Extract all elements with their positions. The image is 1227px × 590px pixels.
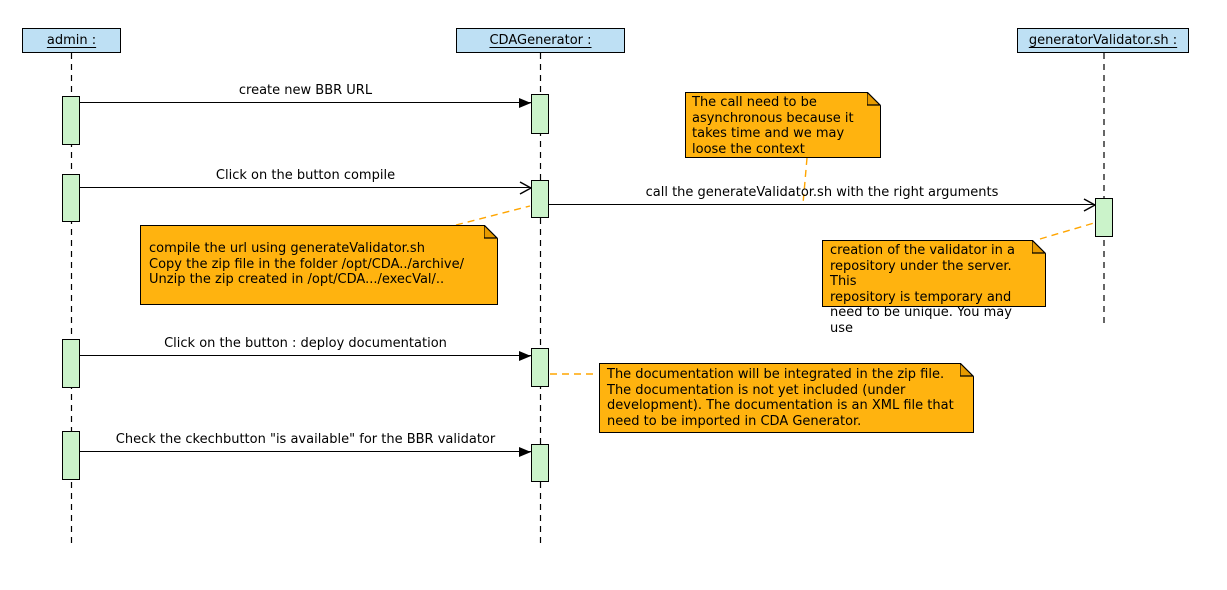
lifeline-label-generatorvalidator: generatorValidator.sh : bbox=[1028, 33, 1178, 48]
note-text: The call need to be asynchronous because… bbox=[692, 95, 854, 157]
activation-admin-2[interactable] bbox=[62, 174, 80, 222]
activation-admin-3[interactable] bbox=[62, 339, 80, 388]
note-connector-compile-url bbox=[455, 205, 531, 226]
arrowhead-filled-icon bbox=[519, 351, 531, 361]
arrowhead-filled-icon bbox=[519, 98, 531, 108]
activation-admin-1[interactable] bbox=[62, 96, 80, 145]
message-create-new-bbr-url[interactable]: create new BBR URL bbox=[80, 83, 531, 108]
activation-cdagenerator-2[interactable] bbox=[531, 180, 549, 218]
message-check-checkbutton[interactable]: Check the ckechbutton "is available" for… bbox=[80, 432, 531, 457]
message-line bbox=[80, 102, 531, 103]
message-line bbox=[80, 187, 531, 188]
activation-cdagenerator-3[interactable] bbox=[531, 348, 549, 387]
arrowhead-filled-icon bbox=[519, 447, 531, 457]
lifeline-head-generatorvalidator[interactable]: generatorValidator.sh : bbox=[1017, 28, 1189, 53]
message-line bbox=[80, 451, 531, 452]
note-connector-validator-creation bbox=[1039, 222, 1095, 240]
message-click-button-compile[interactable]: Click on the button compile bbox=[80, 168, 533, 195]
message-label: create new BBR URL bbox=[238, 83, 373, 98]
lifeline-label-admin: admin : bbox=[46, 33, 97, 48]
lifeline-head-admin[interactable]: admin : bbox=[22, 28, 121, 53]
lifeline-head-cdagenerator[interactable]: CDAGenerator : bbox=[456, 28, 625, 53]
note-fold-icon bbox=[867, 92, 881, 106]
note-text: creation of the validator in a repositor… bbox=[830, 243, 1015, 336]
note-compile-url[interactable]: compile the url using generateValidator.… bbox=[140, 225, 498, 305]
note-documentation[interactable]: The documentation will be integrated in … bbox=[599, 363, 974, 433]
message-label: call the generateValidator.sh with the r… bbox=[645, 185, 999, 200]
note-fold-icon bbox=[960, 363, 974, 377]
message-call-generatevalidator[interactable]: call the generateValidator.sh with the r… bbox=[549, 185, 1097, 212]
lifeline-label-cdagenerator: CDAGenerator : bbox=[489, 33, 592, 48]
arrowhead-open-icon bbox=[1083, 198, 1097, 212]
activation-cdagenerator-1[interactable] bbox=[531, 94, 549, 134]
activation-generatorvalidator-1[interactable] bbox=[1095, 198, 1113, 237]
message-deploy-documentation[interactable]: Click on the button : deploy documentati… bbox=[80, 336, 531, 361]
message-label: Click on the button compile bbox=[215, 168, 396, 183]
note-text: The documentation will be integrated in … bbox=[607, 367, 954, 429]
note-fold-icon bbox=[484, 225, 498, 239]
message-line bbox=[549, 204, 1095, 205]
note-text: compile the url using generateValidator.… bbox=[149, 241, 464, 287]
arrowhead-open-icon bbox=[519, 181, 533, 195]
message-line bbox=[80, 355, 531, 356]
message-label: Check the ckechbutton "is available" for… bbox=[115, 432, 496, 447]
note-fold-icon bbox=[1032, 240, 1046, 254]
activation-admin-4[interactable] bbox=[62, 431, 80, 480]
message-label: Click on the button : deploy documentati… bbox=[164, 336, 447, 351]
note-async-call[interactable]: The call need to be asynchronous because… bbox=[685, 92, 881, 158]
activation-cdagenerator-4[interactable] bbox=[531, 444, 549, 482]
note-validator-creation[interactable]: creation of the validator in a repositor… bbox=[822, 240, 1046, 336]
